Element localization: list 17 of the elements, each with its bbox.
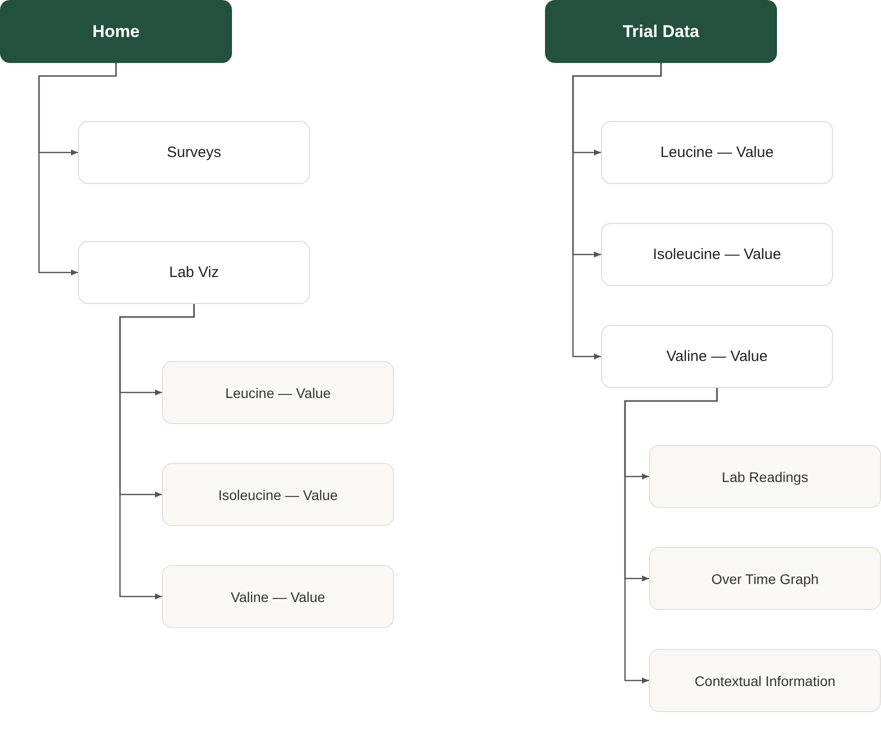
- connector-arrow: [119, 304, 195, 600]
- subpage-box: Isoleucine — Value: [162, 463, 394, 526]
- connector-arrow: [624, 388, 718, 684]
- section-header: Trial Data: [545, 0, 777, 63]
- page-box: Lab Viz: [78, 241, 310, 304]
- subpage-box: Lab Readings: [649, 445, 881, 508]
- connector-arrow: [572, 63, 662, 360]
- page-box: Surveys: [78, 121, 310, 184]
- subpage-box: Valine — Value: [162, 565, 394, 628]
- page-box: Isoleucine — Value: [601, 223, 833, 286]
- page-box: Leucine — Value: [601, 121, 833, 184]
- page-box: Valine — Value: [601, 325, 833, 388]
- section-header: Home: [0, 0, 232, 63]
- subpage-box: Leucine — Value: [162, 361, 394, 424]
- subpage-box: Contextual Information: [649, 649, 881, 712]
- subpage-box: Over Time Graph: [649, 547, 881, 610]
- connector-arrow: [38, 63, 117, 276]
